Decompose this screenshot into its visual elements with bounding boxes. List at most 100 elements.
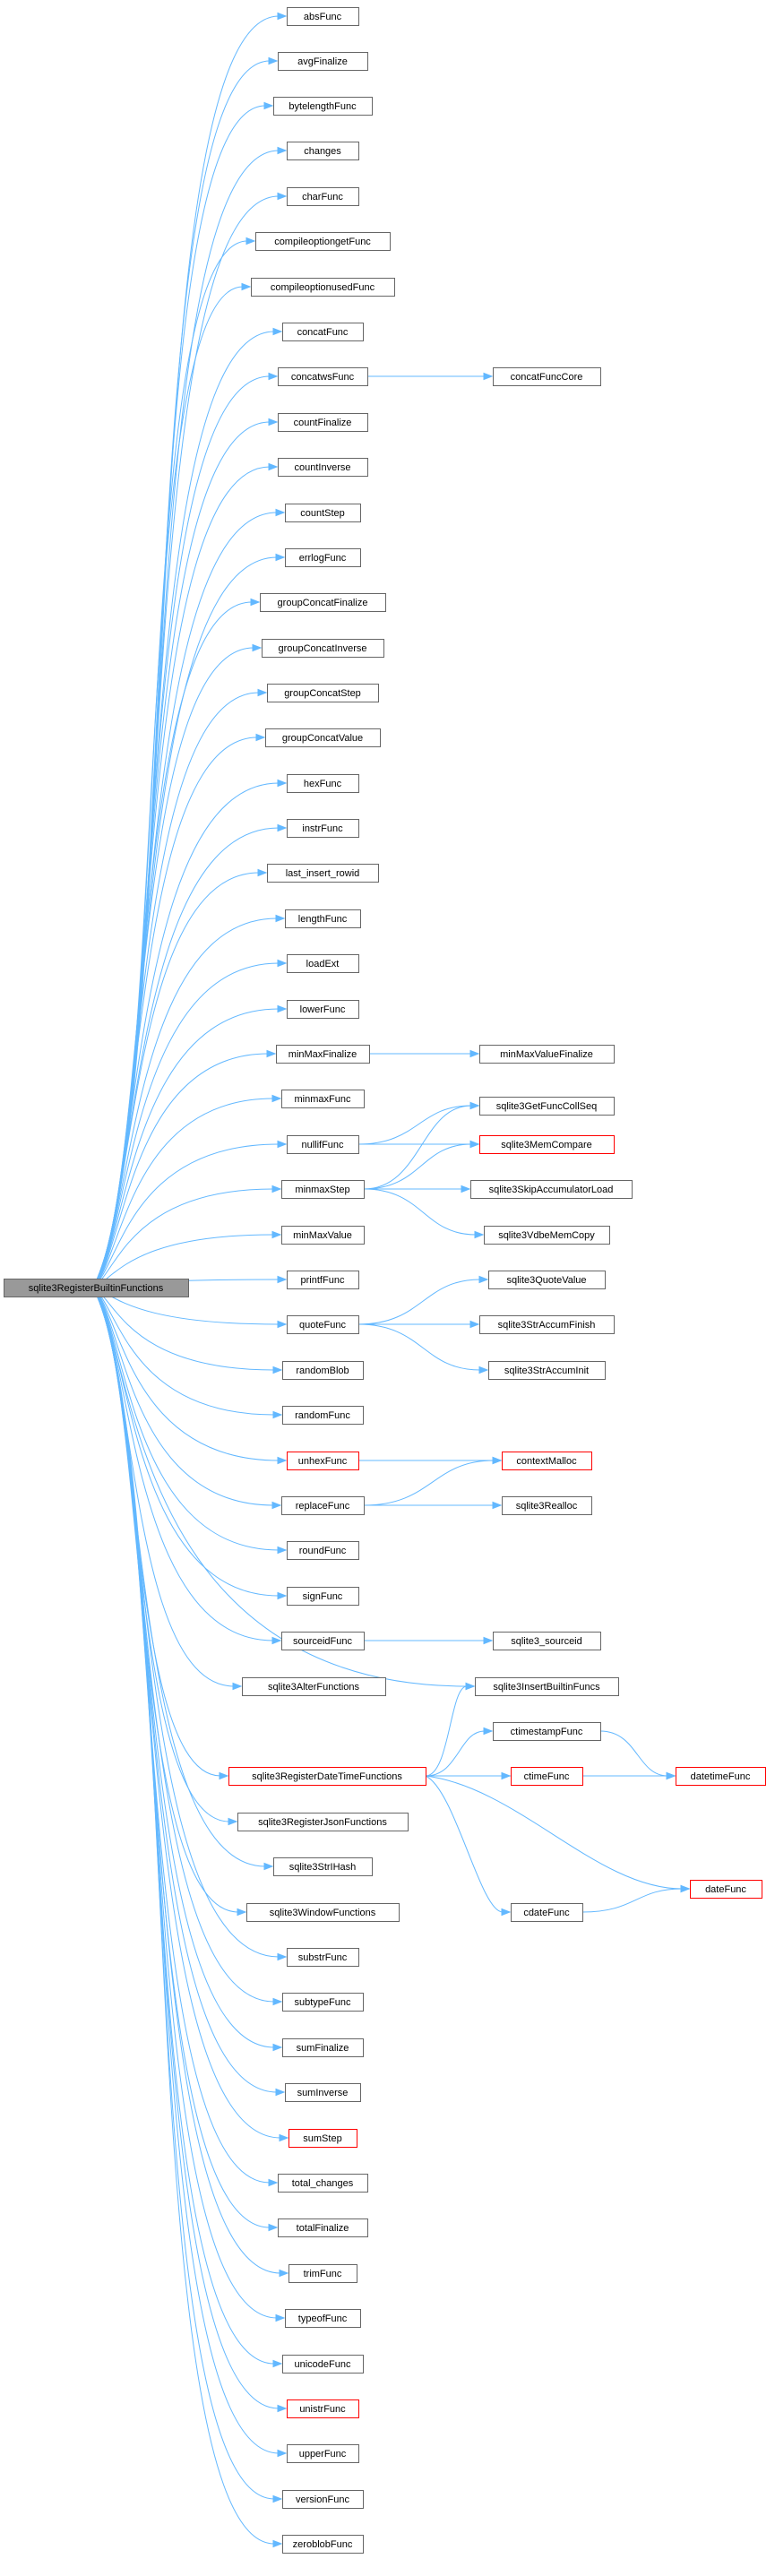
node-concatFuncCore[interactable]: concatFuncCore bbox=[493, 367, 601, 386]
node-label: avgFinalize bbox=[297, 56, 348, 67]
node-sqlite3AlterFunctions[interactable]: sqlite3AlterFunctions bbox=[242, 1677, 386, 1696]
edge-root-to-trimFunc-arrowhead bbox=[279, 2269, 289, 2278]
node-subtypeFunc[interactable]: subtypeFunc bbox=[282, 1993, 364, 2012]
node-charFunc[interactable]: charFunc bbox=[287, 187, 359, 206]
node-avgFinalize[interactable]: avgFinalize bbox=[278, 52, 368, 71]
node-sqlite3RegisterJsonFunctions[interactable]: sqlite3RegisterJsonFunctions bbox=[237, 1813, 409, 1831]
node-minmaxFunc[interactable]: minmaxFunc bbox=[281, 1090, 365, 1108]
edge-root-to-roundFunc bbox=[92, 1287, 280, 1551]
edge-root-to-countStep bbox=[92, 512, 278, 1288]
node-label: contextMalloc bbox=[516, 1456, 577, 1467]
edge-root-to-compileoptionusedFunc-arrowhead bbox=[241, 282, 252, 291]
node-sqlite3StrAccumInit[interactable]: sqlite3StrAccumInit bbox=[488, 1361, 606, 1380]
node-sqlite3VdbeMemCopy[interactable]: sqlite3VdbeMemCopy bbox=[484, 1226, 610, 1245]
node-nullifFunc[interactable]: nullifFunc bbox=[287, 1135, 359, 1154]
node-label: sqlite3WindowFunctions bbox=[270, 1908, 376, 1918]
edge-minmaxStep-to-sqlite3GetFuncCollSeq bbox=[363, 1105, 472, 1190]
node-errlogFunc[interactable]: errlogFunc bbox=[285, 548, 361, 567]
node-sumStep[interactable]: sumStep bbox=[288, 2129, 357, 2148]
node-unhexFunc[interactable]: unhexFunc bbox=[287, 1452, 359, 1470]
node-typeofFunc[interactable]: typeofFunc bbox=[285, 2309, 361, 2328]
node-unicodeFunc[interactable]: unicodeFunc bbox=[282, 2355, 364, 2374]
node-sqlite3MemCompare[interactable]: sqlite3MemCompare bbox=[479, 1135, 615, 1154]
node-ctimestampFunc[interactable]: ctimestampFunc bbox=[493, 1722, 601, 1741]
edge-sqlite3RegisterDateTimeFunctions-to-ctimestampFunc-arrowhead bbox=[483, 1727, 494, 1736]
node-instrFunc[interactable]: instrFunc bbox=[287, 819, 359, 838]
node-sqlite3QuoteValue[interactable]: sqlite3QuoteValue bbox=[488, 1271, 606, 1289]
node-randomBlob[interactable]: randomBlob bbox=[282, 1361, 364, 1380]
node-roundFunc[interactable]: roundFunc bbox=[287, 1541, 359, 1560]
node-lowerFunc[interactable]: lowerFunc bbox=[287, 1000, 359, 1019]
node-lengthFunc[interactable]: lengthFunc bbox=[285, 909, 361, 928]
node-countFinalize[interactable]: countFinalize bbox=[278, 413, 368, 432]
node-concatwsFunc[interactable]: concatwsFunc bbox=[278, 367, 368, 386]
node-minMaxValueFinalize[interactable]: minMaxValueFinalize bbox=[479, 1045, 615, 1064]
node-changes[interactable]: changes bbox=[287, 142, 359, 160]
node-signFunc[interactable]: signFunc bbox=[287, 1587, 359, 1606]
node-zeroblobFunc[interactable]: zeroblobFunc bbox=[282, 2535, 364, 2554]
node-box bbox=[288, 2264, 357, 2283]
node-quoteFunc[interactable]: quoteFunc bbox=[287, 1315, 359, 1334]
node-sourceidFunc[interactable]: sourceidFunc bbox=[281, 1632, 365, 1650]
node-sqlite3StrAccumFinish[interactable]: sqlite3StrAccumFinish bbox=[479, 1315, 615, 1334]
node-replaceFunc[interactable]: replaceFunc bbox=[281, 1496, 365, 1515]
node-label: cdateFunc bbox=[523, 1908, 570, 1918]
node-label: sumInverse bbox=[297, 2088, 349, 2098]
edge-root-to-bytelengthFunc-arrowhead bbox=[263, 101, 274, 110]
node-dateFunc[interactable]: dateFunc bbox=[690, 1880, 762, 1899]
node-concatFunc[interactable]: concatFunc bbox=[282, 323, 364, 341]
edge-ctimestampFunc-to-datetimeFunc bbox=[599, 1730, 668, 1777]
node-printfFunc[interactable]: printfFunc bbox=[287, 1271, 359, 1289]
node-cdateFunc[interactable]: cdateFunc bbox=[511, 1903, 583, 1922]
node-substrFunc[interactable]: substrFunc bbox=[287, 1948, 359, 1967]
node-sqlite3_sourceid[interactable]: sqlite3_sourceid bbox=[493, 1632, 601, 1650]
node-trimFunc[interactable]: trimFunc bbox=[288, 2264, 357, 2283]
node-root[interactable]: sqlite3RegisterBuiltinFunctions bbox=[4, 1279, 189, 1297]
edge-sqlite3RegisterDateTimeFunctions-to-dateFunc bbox=[425, 1775, 683, 1890]
node-total_changes[interactable]: total_changes bbox=[278, 2174, 368, 2193]
node-compileoptionusedFunc[interactable]: compileoptionusedFunc bbox=[251, 278, 395, 297]
node-upperFunc[interactable]: upperFunc bbox=[287, 2444, 359, 2463]
node-unistrFunc[interactable]: unistrFunc bbox=[287, 2399, 359, 2418]
node-ctimeFunc[interactable]: ctimeFunc bbox=[511, 1767, 583, 1786]
node-box bbox=[479, 1315, 615, 1334]
node-groupConcatValue[interactable]: groupConcatValue bbox=[265, 728, 381, 747]
node-label: sqlite3RegisterDateTimeFunctions bbox=[252, 1771, 402, 1782]
node-bytelengthFunc[interactable]: bytelengthFunc bbox=[273, 97, 373, 116]
node-absFunc[interactable]: absFunc bbox=[287, 7, 359, 26]
node-last_insert_rowid[interactable]: last_insert_rowid bbox=[267, 864, 379, 883]
node-sqlite3SkipAccumulatorLoad[interactable]: sqlite3SkipAccumulatorLoad bbox=[470, 1180, 633, 1199]
node-loadExt[interactable]: loadExt bbox=[287, 954, 359, 973]
node-sumInverse[interactable]: sumInverse bbox=[285, 2083, 361, 2102]
node-sqlite3GetFuncCollSeq[interactable]: sqlite3GetFuncCollSeq bbox=[479, 1097, 615, 1116]
node-countInverse[interactable]: countInverse bbox=[278, 458, 368, 477]
node-label: subtypeFunc bbox=[295, 1997, 351, 2008]
node-minmaxStep[interactable]: minmaxStep bbox=[281, 1180, 365, 1199]
node-label: ctimestampFunc bbox=[511, 1727, 583, 1737]
node-label: minMaxFinalize bbox=[288, 1049, 357, 1060]
node-hexFunc[interactable]: hexFunc bbox=[287, 774, 359, 793]
node-versionFunc[interactable]: versionFunc bbox=[282, 2490, 364, 2509]
node-sqlite3StrIHash[interactable]: sqlite3StrIHash bbox=[273, 1857, 373, 1876]
edge-root-to-compileoptionusedFunc bbox=[92, 286, 244, 1288]
node-compileoptiongetFunc[interactable]: compileoptiongetFunc bbox=[255, 232, 391, 251]
edge-minmaxStep-to-sqlite3MemCompare bbox=[363, 1143, 472, 1190]
node-sqlite3WindowFunctions[interactable]: sqlite3WindowFunctions bbox=[246, 1903, 400, 1922]
node-minMaxValue[interactable]: minMaxValue bbox=[281, 1226, 365, 1245]
node-sqlite3Realloc[interactable]: sqlite3Realloc bbox=[502, 1496, 592, 1515]
node-groupConcatFinalize[interactable]: groupConcatFinalize bbox=[260, 593, 386, 612]
node-randomFunc[interactable]: randomFunc bbox=[282, 1406, 364, 1425]
node-totalFinalize[interactable]: totalFinalize bbox=[278, 2218, 368, 2237]
node-groupConcatInverse[interactable]: groupConcatInverse bbox=[262, 639, 384, 658]
node-box bbox=[278, 458, 368, 477]
node-sumFinalize[interactable]: sumFinalize bbox=[282, 2038, 364, 2057]
node-sqlite3RegisterDateTimeFunctions[interactable]: sqlite3RegisterDateTimeFunctions bbox=[228, 1767, 426, 1786]
edge-layer bbox=[92, 12, 691, 2548]
node-minMaxFinalize[interactable]: minMaxFinalize bbox=[276, 1045, 370, 1064]
node-groupConcatStep[interactable]: groupConcatStep bbox=[267, 684, 379, 702]
node-box bbox=[273, 97, 373, 116]
node-sqlite3InsertBuiltinFuncs[interactable]: sqlite3InsertBuiltinFuncs bbox=[475, 1677, 619, 1696]
node-contextMalloc[interactable]: contextMalloc bbox=[502, 1452, 592, 1470]
node-datetimeFunc[interactable]: datetimeFunc bbox=[676, 1767, 766, 1786]
node-countStep[interactable]: countStep bbox=[285, 504, 361, 522]
